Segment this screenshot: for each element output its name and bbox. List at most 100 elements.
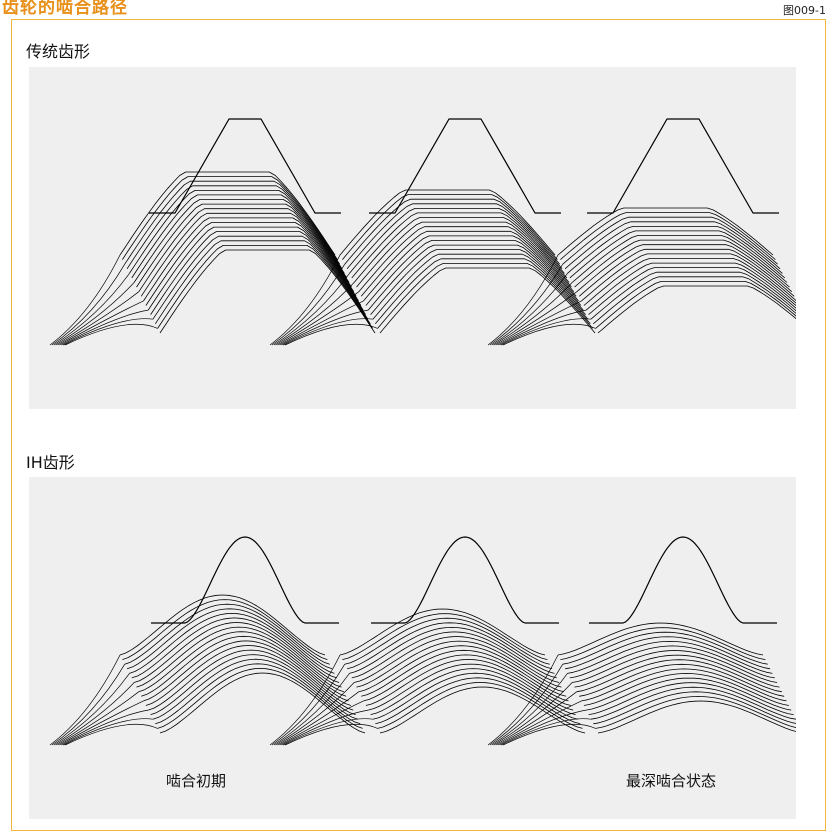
stage-3-curve xyxy=(576,244,793,293)
stage-3-curve xyxy=(576,659,782,693)
stage-3-foot xyxy=(502,323,596,346)
stage-2-curve xyxy=(351,212,568,279)
stage-2-curve xyxy=(358,226,575,292)
stage-1-curve xyxy=(138,631,344,693)
stage-2-curve xyxy=(377,682,583,729)
stage-1-curve xyxy=(122,599,328,660)
stage-2-foot xyxy=(273,273,350,346)
stage-1-curve xyxy=(159,249,376,334)
stage-2-foot xyxy=(281,709,369,746)
stage-3-curve xyxy=(562,216,778,265)
figure-id: 图009-1 xyxy=(783,4,826,17)
stage-1-curve xyxy=(133,622,340,683)
stage-3-curve xyxy=(590,271,796,320)
stage-2-curve xyxy=(375,677,581,725)
stage-1-curve xyxy=(124,180,341,265)
stage-3-curve xyxy=(597,285,796,334)
caption-initial-mesh: 啮合初期 xyxy=(166,772,227,790)
stage-3-curve xyxy=(557,622,764,656)
stage-1-curve xyxy=(141,635,347,697)
stage-3-curve xyxy=(557,207,774,256)
stage-1-curve xyxy=(140,212,357,297)
stage-3-curve xyxy=(574,654,780,688)
panel-ih-tooth xyxy=(29,477,796,819)
stage-1-curve xyxy=(136,203,352,288)
stage-1-foot xyxy=(61,709,149,746)
stage-3-foot xyxy=(489,664,564,746)
stage-1-foot xyxy=(57,691,140,746)
stage-3-curve xyxy=(567,641,773,674)
stage-1-curve xyxy=(152,235,369,320)
stage-3-curve xyxy=(581,253,796,302)
stage-1-curve xyxy=(136,626,342,688)
stage-3-curve xyxy=(569,645,775,679)
stage-1-curve xyxy=(143,217,359,302)
stage-3-foot xyxy=(495,691,578,746)
stage-3-foot xyxy=(501,718,591,746)
stage-1-foot xyxy=(51,664,126,746)
stage-2-curve xyxy=(365,240,582,306)
stage-1-curve xyxy=(119,594,326,656)
stage-1-curve xyxy=(138,208,355,292)
stage-1-curve xyxy=(148,649,354,711)
stage-2-curve xyxy=(356,640,562,688)
stage-3-foot xyxy=(487,654,559,746)
stage-1-curve xyxy=(154,240,371,325)
stage-1-curve xyxy=(131,617,337,679)
stage-1-curve xyxy=(150,654,356,715)
stage-1-foot xyxy=(63,718,153,746)
stage-2-curve xyxy=(361,649,567,697)
stage-2-curve xyxy=(370,249,586,315)
stage-1-curve xyxy=(145,222,362,306)
stage-1-rack-tooth xyxy=(149,118,341,214)
stage-1-curve xyxy=(152,658,359,720)
stage-3-foot xyxy=(487,254,559,346)
stage-3-foot xyxy=(493,682,573,746)
stage-2-rack-tooth xyxy=(371,536,559,624)
stage-1-foot xyxy=(64,323,158,346)
stage-3-curve xyxy=(590,686,796,720)
stage-2-curve xyxy=(374,258,591,325)
stage-3-curve xyxy=(564,221,781,270)
stage-3-curve xyxy=(586,677,792,711)
panel-conventional-tooth xyxy=(29,67,796,409)
stage-2-curve xyxy=(344,198,561,265)
ih-tooth-meshing-diagram xyxy=(49,536,796,746)
stage-3-curve xyxy=(569,230,786,279)
stage-3-curve xyxy=(593,276,796,325)
stage-1-curve xyxy=(150,231,366,315)
section-title-conventional: 传统齿形 xyxy=(26,42,91,61)
stage-3-curve xyxy=(588,682,794,715)
stage-2-curve xyxy=(363,654,569,702)
stage-2-curve xyxy=(379,267,596,334)
stage-1-curve xyxy=(133,199,350,283)
stage-2-foot xyxy=(279,300,364,346)
stage-1-foot xyxy=(61,309,149,346)
stage-2-rack-tooth xyxy=(369,118,561,214)
stage-1-curve xyxy=(155,663,361,725)
stage-2-foot xyxy=(284,323,378,346)
stage-1-foot xyxy=(53,273,130,346)
stage-2-foot xyxy=(281,309,369,346)
stage-2-curve xyxy=(346,203,563,270)
stage-3-foot xyxy=(497,300,582,346)
stage-3-rack-tooth xyxy=(587,118,779,214)
stage-3-curve xyxy=(595,281,796,329)
stage-2-curve xyxy=(342,613,548,660)
stage-3-foot xyxy=(495,291,578,346)
stage-2-curve xyxy=(372,253,589,320)
stage-1-curve xyxy=(143,640,349,702)
stage-2-foot xyxy=(284,723,378,746)
stage-3-curve xyxy=(593,691,796,725)
stage-2-foot xyxy=(279,700,364,746)
stage-1-curve xyxy=(145,645,352,706)
stage-3-curve xyxy=(571,235,788,283)
stage-1-foot xyxy=(49,254,121,346)
stage-3-rack-tooth xyxy=(589,536,777,624)
stage-1-foot xyxy=(64,723,158,746)
stage-3-curve xyxy=(572,650,778,683)
stage-1-curve xyxy=(131,194,348,279)
stage-2-foot xyxy=(271,664,346,746)
conventional-tooth-meshing-diagram xyxy=(49,118,796,346)
stage-2-curve xyxy=(377,263,593,329)
